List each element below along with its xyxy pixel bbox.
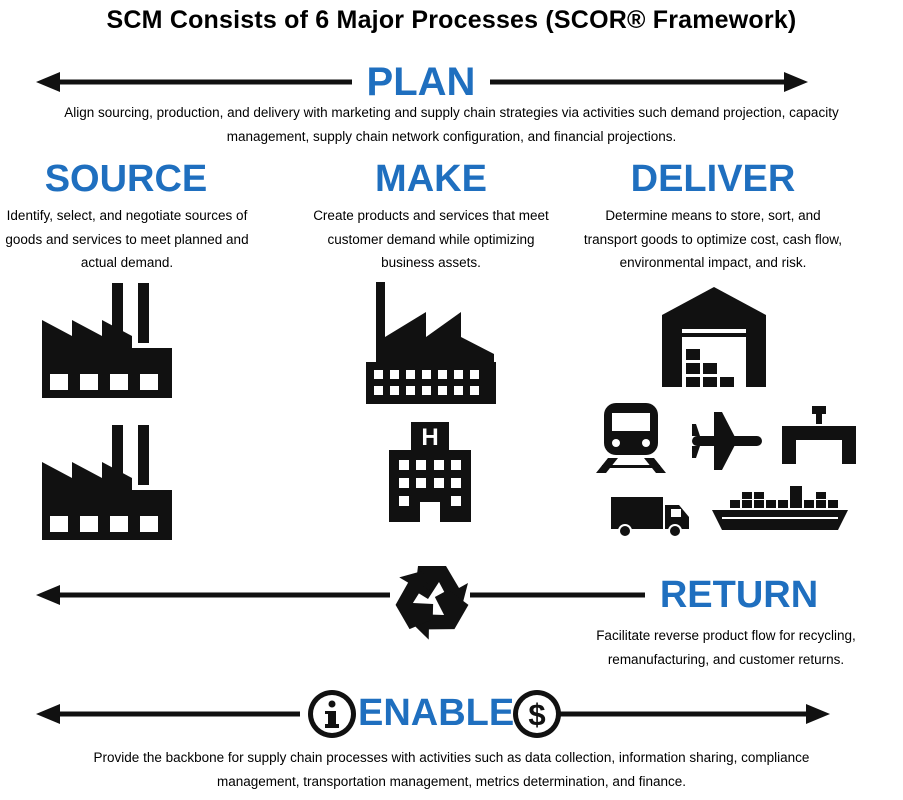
enable-description: Provide the backbone for supply chain pr… — [93, 750, 810, 789]
hospital-building-icon: H — [389, 422, 471, 522]
return-arrow — [36, 585, 645, 605]
make-description: Create products and services that meet c… — [313, 208, 549, 270]
dollar-icon: $ — [513, 690, 561, 738]
truck-icon — [611, 497, 689, 538]
cargo-ship-icon — [712, 486, 848, 530]
enable-arrow — [36, 704, 830, 724]
train-icon — [596, 403, 666, 473]
deliver-description: Determine means to store, sort, and tran… — [583, 208, 843, 270]
deliver-heading: DELIVER — [630, 158, 796, 200]
return-description: Facilitate reverse product flow for recy… — [596, 628, 856, 667]
warehouse-icon — [662, 287, 766, 387]
gantry-crane-icon — [782, 406, 856, 464]
enable-heading: ENABLE — [358, 692, 515, 734]
source-description: Identify, select, and negotiate sources … — [5, 208, 249, 270]
factory-icon — [42, 425, 172, 540]
airplane-icon — [692, 412, 762, 470]
source-heading: SOURCE — [44, 158, 208, 200]
plan-arrow — [36, 72, 808, 92]
info-icon — [308, 690, 356, 738]
make-heading: MAKE — [375, 158, 487, 200]
page-title: SCM Consists of 6 Major Processes (SCOR®… — [106, 6, 797, 34]
factory-icon — [42, 283, 172, 398]
recycle-icon — [384, 565, 470, 649]
manufacturing-plant-icon — [366, 282, 496, 404]
svg-text:H: H — [421, 424, 438, 451]
return-heading: RETURN — [659, 574, 819, 616]
plan-description: Align sourcing, production, and delivery… — [64, 105, 839, 144]
svg-text:$: $ — [528, 697, 545, 732]
plan-heading: PLAN — [366, 60, 476, 104]
